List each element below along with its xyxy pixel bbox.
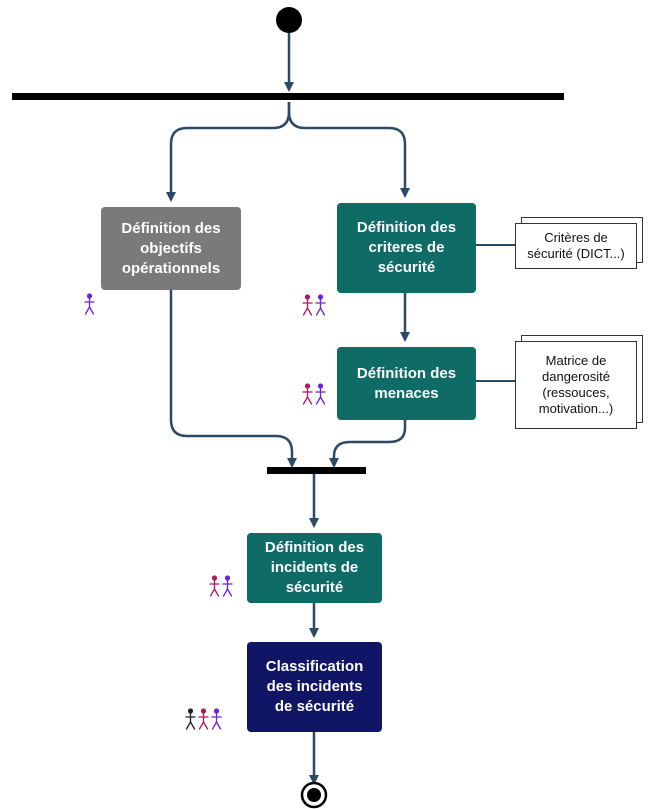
actors-classification bbox=[185, 708, 222, 730]
stick-figure-icon bbox=[302, 383, 313, 405]
note-criteres: Critères de sécurité (DICT...) bbox=[515, 223, 637, 269]
node-criteres-securite: Définition des criteres de sécurité bbox=[337, 203, 476, 293]
stick-figure-icon bbox=[84, 293, 95, 315]
stick-figure-icon bbox=[315, 383, 326, 405]
node-objectifs-operationnels: Définition des objectifs opérationnels bbox=[101, 207, 241, 290]
actors-criteres bbox=[302, 294, 326, 316]
node-classification-incidents: Classification des incidents de sécurité bbox=[247, 642, 382, 732]
stick-figure-icon bbox=[211, 708, 222, 730]
edge-menaces-to-join bbox=[329, 420, 407, 468]
edge-fork-to-objectifs bbox=[166, 102, 291, 202]
node-menaces: Définition des menaces bbox=[337, 347, 476, 420]
stick-figure-icon bbox=[198, 708, 209, 730]
stick-figure-icon bbox=[315, 294, 326, 316]
join-bar bbox=[267, 467, 366, 474]
node-incidents-securite: Définition des incidents de sécurité bbox=[247, 533, 382, 603]
initial-node-icon bbox=[276, 7, 302, 33]
final-node-icon bbox=[300, 781, 328, 809]
stick-figure-icon bbox=[222, 575, 233, 597]
stick-figure-icon bbox=[185, 708, 196, 730]
actors-menaces bbox=[302, 383, 326, 405]
edge-objectifs-to-join bbox=[169, 290, 297, 468]
stick-figure-icon bbox=[302, 294, 313, 316]
stick-figure-icon bbox=[209, 575, 220, 597]
actors-incidents bbox=[209, 575, 233, 597]
note-menaces: Matrice de dangerosité (ressouces, motiv… bbox=[515, 341, 637, 429]
actors-objectifs bbox=[84, 293, 95, 315]
edge-fork-to-criteres bbox=[287, 102, 410, 198]
fork-bar bbox=[12, 93, 564, 100]
